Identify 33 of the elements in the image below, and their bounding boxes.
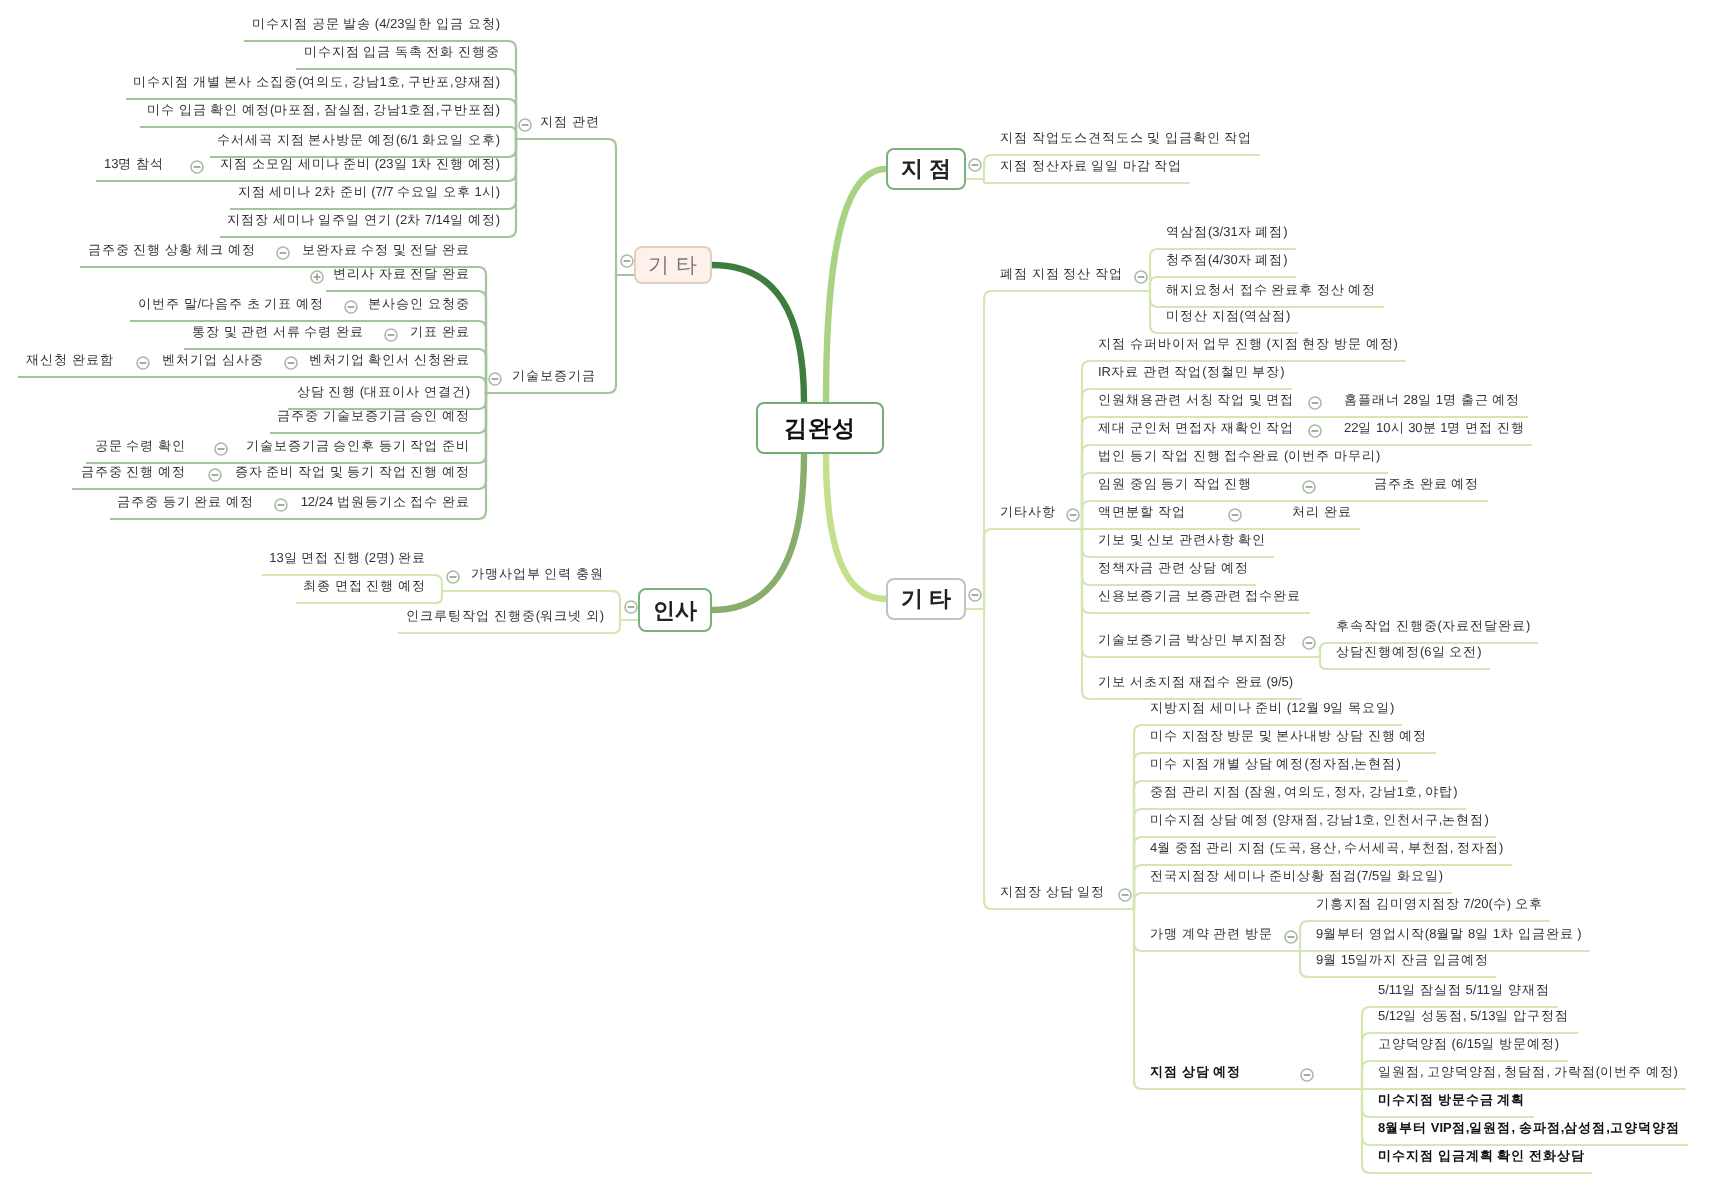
central-topic-box: 김완성 [756, 402, 884, 454]
connector-line [432, 589, 464, 605]
connector-line [120, 375, 156, 379]
connector-line [1248, 1087, 1372, 1175]
connector-line [330, 319, 362, 323]
connector-line [602, 273, 636, 395]
connector-line [192, 487, 228, 491]
topic-box: 인사 [638, 588, 712, 632]
connector-line [1128, 289, 1160, 335]
topic-box: 기 타 [886, 578, 966, 620]
connector-line [506, 137, 534, 239]
connector-line [964, 177, 994, 185]
connector-line [260, 517, 294, 521]
connector-line [1294, 655, 1330, 671]
connector-line [1192, 527, 1286, 531]
branch-curve [708, 450, 808, 614]
connector-line [964, 607, 994, 911]
connector-line [1258, 499, 1368, 503]
connector-line [270, 375, 302, 379]
connector-line [1300, 415, 1338, 419]
branch-curve [822, 450, 890, 603]
topic-box: 지 점 [886, 148, 966, 190]
connector-line [370, 347, 404, 351]
connector-line [192, 461, 240, 465]
branch-curve [708, 261, 808, 406]
connector-line [262, 265, 296, 269]
connector-line [1300, 443, 1338, 447]
connector-line [476, 391, 506, 521]
connector-line [610, 618, 640, 635]
connector-line [1062, 527, 1092, 701]
connector-line [170, 179, 214, 183]
branch-curve [822, 165, 890, 406]
topic-box: 기 타 [634, 246, 712, 284]
